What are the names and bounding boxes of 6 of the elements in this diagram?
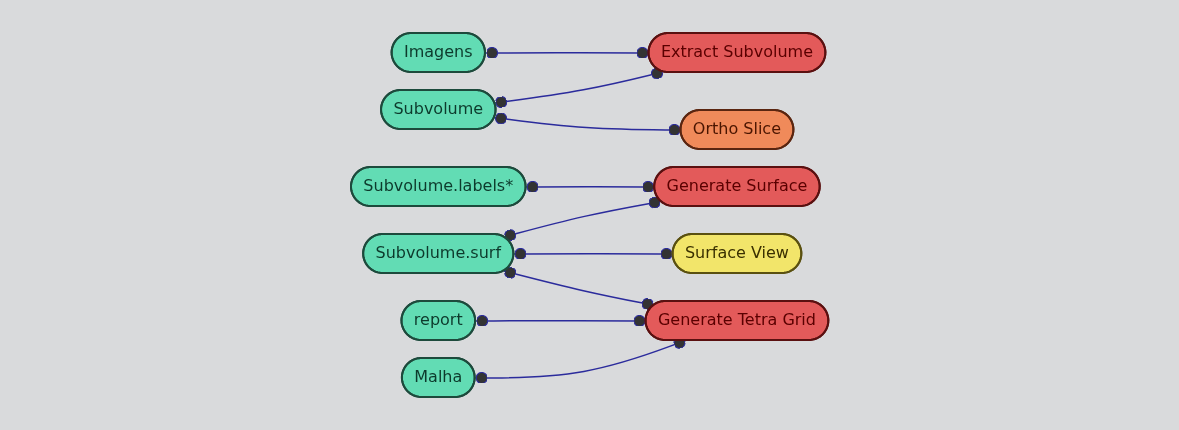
connector xyxy=(503,266,655,311)
connector xyxy=(513,247,674,260)
connector xyxy=(484,46,650,59)
connector xyxy=(503,196,662,242)
connector xyxy=(474,314,647,327)
connector xyxy=(493,67,664,109)
